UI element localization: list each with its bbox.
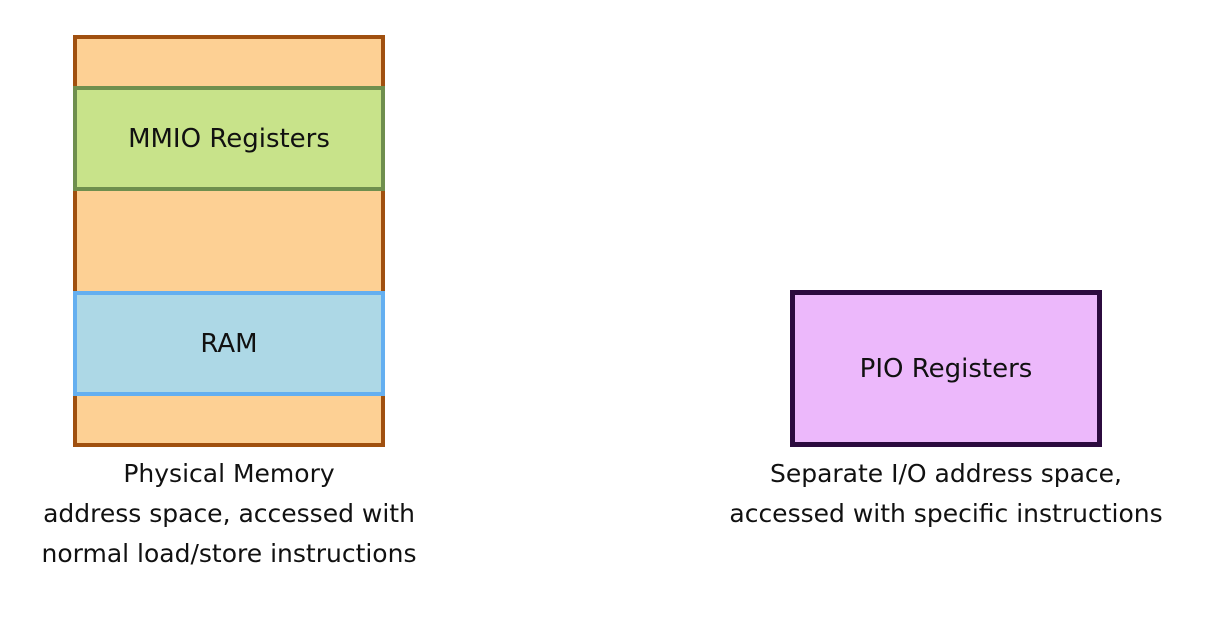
pio-registers-block: PIO Registers [790,290,1102,447]
physical-memory-caption: Physical Memory address space, accessed … [0,454,458,574]
mmio-registers-label: MMIO Registers [128,123,330,154]
physical-memory-caption-line: Physical Memory [123,459,335,488]
io-space-caption: Separate I/O address space, accessed wit… [706,454,1186,534]
mmio-registers-block: MMIO Registers [73,86,385,191]
io-space-caption-line: accessed with specific instructions [729,499,1163,528]
physical-memory-caption-line: address space, accessed with [43,499,415,528]
pio-registers-label: PIO Registers [859,353,1033,384]
ram-label: RAM [200,328,258,359]
io-space-caption-line: Separate I/O address space, [769,459,1123,488]
physical-memory-caption-line: normal load/store instructions [41,539,417,568]
ram-block: RAM [73,291,385,396]
